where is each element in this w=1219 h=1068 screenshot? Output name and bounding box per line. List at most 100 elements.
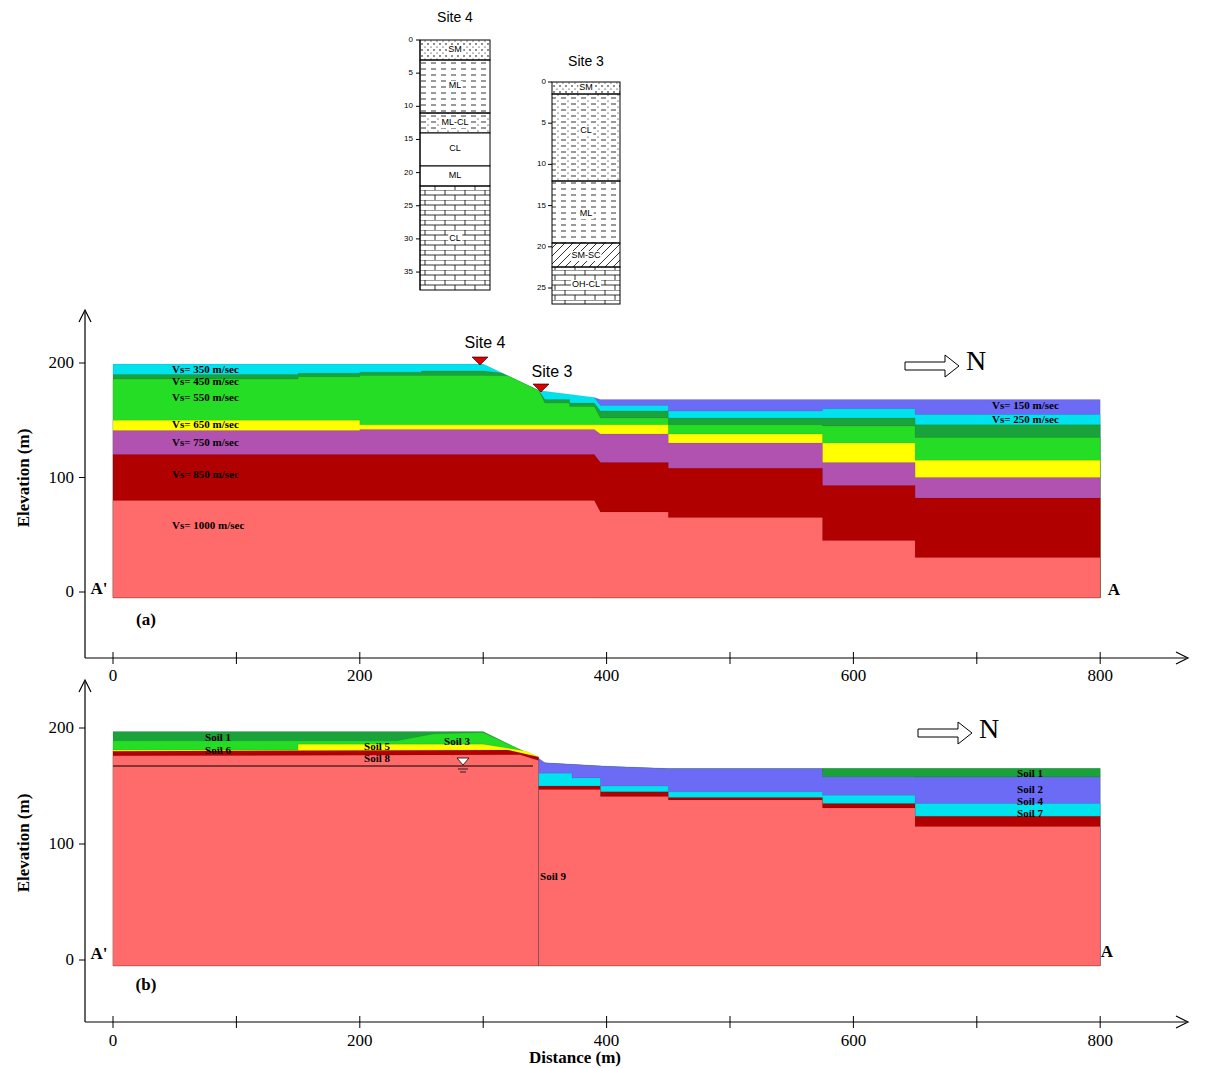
borehole-log (552, 82, 620, 304)
depth-tick-label: 15 (404, 135, 413, 144)
soil-label: Soil 6 (205, 744, 231, 756)
section-end-label: A' (91, 580, 108, 599)
north-arrow (905, 355, 959, 377)
axis-tick (1100, 652, 1101, 664)
depth-tick-label: 10 (537, 160, 546, 169)
depth-tick-label: 15 (537, 201, 546, 210)
soil-layer (113, 376, 1100, 598)
soil-symbol: SM-SC (571, 251, 602, 261)
depth-tick (416, 205, 420, 206)
soil-layer (539, 790, 1100, 966)
soil-label: Soil 2 (1017, 783, 1043, 795)
soil-label: Soil 7 (1017, 807, 1043, 819)
soil-layer (113, 371, 1100, 598)
axis-title: Elevation (m) (15, 429, 34, 528)
panel-label: (a) (136, 611, 156, 630)
soil-symbol: OH-CL (571, 280, 601, 290)
axis-tick (730, 1016, 731, 1028)
depth-tick (548, 205, 552, 206)
soil-label: Soil 1 (205, 731, 231, 743)
depth-tick (548, 123, 552, 124)
axis-tick (730, 652, 731, 664)
velocity-label: Vs= 850 m/sec (172, 468, 239, 480)
depth-tick (416, 238, 420, 239)
depth-tick (416, 73, 420, 74)
axis-tick (359, 652, 360, 664)
soil-symbol: SM (447, 45, 463, 55)
depth-tick-label: 35 (404, 268, 413, 277)
section-end-label: A (1108, 581, 1120, 600)
depth-tick (548, 246, 552, 247)
soil-layer (113, 420, 1100, 597)
depth-tick (416, 139, 420, 140)
axis-tick (113, 652, 114, 664)
soil-label: Soil 4 (1017, 795, 1043, 807)
axis-tick (79, 592, 85, 593)
soil-label: Soil 9 (540, 870, 566, 882)
depth-tick-label: 5 (542, 119, 546, 128)
section-end-label: A' (91, 945, 108, 964)
borehole-log (420, 40, 490, 290)
depth-tick (548, 288, 552, 289)
depth-tick (548, 164, 552, 165)
depth-tick-label: 30 (404, 234, 413, 243)
soil-layer (539, 786, 1100, 966)
soil-label: Soil 1 (1017, 767, 1043, 779)
axis-tick (976, 652, 977, 664)
axis-tick-label: 0 (66, 583, 75, 602)
axis-tick (483, 1016, 484, 1028)
site-label: Site 4 (465, 334, 506, 352)
axis-tick-label: 200 (347, 1032, 373, 1051)
soil-label: Soil 5 (364, 740, 390, 752)
soil-layer (113, 455, 1100, 598)
axes (85, 312, 1186, 1022)
velocity-label: Vs= 450 m/sec (172, 375, 239, 387)
axis-tick (236, 1016, 237, 1028)
axis-tick (853, 652, 854, 664)
soil-layer (539, 758, 1100, 966)
axis-tick (483, 652, 484, 664)
depth-tick (416, 40, 420, 41)
soil-label: Soil 3 (444, 735, 470, 747)
velocity-label: Vs= 650 m/sec (172, 418, 239, 430)
north-arrow (918, 722, 972, 744)
axis-tick-label: 100 (49, 468, 75, 487)
soil-layer (113, 755, 539, 966)
axis-title: Elevation (m) (15, 794, 34, 893)
velocity-label: Vs= 750 m/sec (172, 436, 239, 448)
depth-tick-label: 20 (404, 168, 413, 177)
axis-tick (79, 844, 85, 845)
soil-symbol: CL (448, 234, 462, 244)
axis-tick (79, 363, 85, 364)
water-table-symbol (457, 758, 469, 772)
axis-tick (79, 960, 85, 961)
axis-tick-label: 800 (1087, 667, 1113, 686)
depth-tick-label: 0 (409, 36, 413, 45)
velocity-label: Vs= 150 m/sec (992, 399, 1059, 411)
panel-label: (b) (136, 976, 157, 995)
axis-tick-label: 0 (109, 1032, 118, 1051)
axis-tick (1100, 1016, 1101, 1028)
soil-symbol: ML (448, 81, 463, 91)
depth-tick-label: 25 (537, 284, 546, 293)
soil-symbol: ML-CL (440, 118, 469, 128)
site-title: Site 3 (568, 54, 604, 69)
axis-tick-label: 100 (49, 835, 75, 854)
axis-ticks (79, 40, 1100, 1028)
soil-layer (823, 769, 1101, 777)
axis-tick-label: 0 (66, 951, 75, 970)
depth-tick-label: 20 (537, 242, 546, 251)
soil-label: Soil 8 (364, 752, 390, 764)
soil-symbol: CL (448, 144, 462, 154)
soil-section (113, 732, 1100, 966)
axis-tick-label: 200 (49, 719, 75, 738)
axis-tick (606, 1016, 607, 1028)
soil-layer (113, 732, 1100, 966)
water-table-line (113, 766, 533, 767)
depth-tick (416, 172, 420, 173)
soil-symbol: ML (579, 209, 594, 219)
north-label: N (979, 714, 999, 745)
depth-tick (416, 272, 420, 273)
